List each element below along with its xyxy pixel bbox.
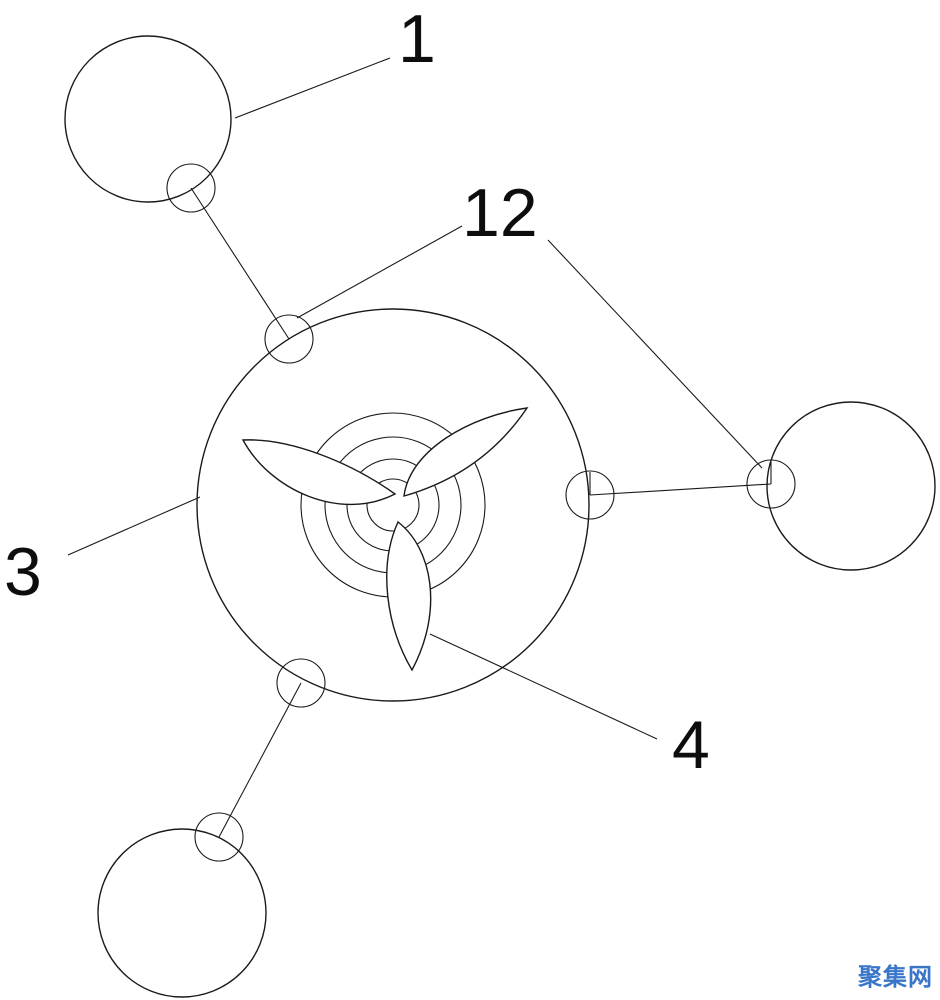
rotor-circle-upper-left: [64, 35, 232, 203]
leader-line-12-left: [296, 225, 463, 319]
arm-right: [589, 483, 772, 496]
label-part-1: 1: [398, 1, 436, 77]
rotor-circle-lower-left: [97, 828, 267, 998]
joint-right-outer: [746, 459, 796, 509]
label-part-3: 3: [4, 534, 42, 610]
watermark-logo: 聚集网: [857, 963, 933, 991]
hub-ring-core: [366, 478, 420, 532]
leader-line-1: [234, 57, 391, 119]
propeller-blade-lower: [386, 520, 432, 672]
label-part-4: 4: [672, 707, 710, 783]
arm-upper-left: [190, 187, 290, 340]
label-part-12: 12: [462, 175, 538, 251]
arm-lower-left: [218, 682, 302, 838]
joint-lower-left-inner: [276, 658, 326, 708]
leader-line-4: [429, 633, 658, 740]
leader-line-3: [67, 496, 201, 556]
joint-upper-left-outer: [166, 163, 216, 213]
joint-right-inner: [565, 470, 615, 520]
leader-line-12-right: [547, 239, 763, 469]
rotor-circle-right: [766, 401, 936, 571]
joint-lower-left-outer: [194, 812, 244, 862]
propeller-blade-upper-right: [403, 407, 529, 497]
propeller-blade-left: [241, 439, 397, 505]
joint-upper-left-inner: [264, 314, 314, 364]
central-housing-circle: [196, 308, 590, 702]
